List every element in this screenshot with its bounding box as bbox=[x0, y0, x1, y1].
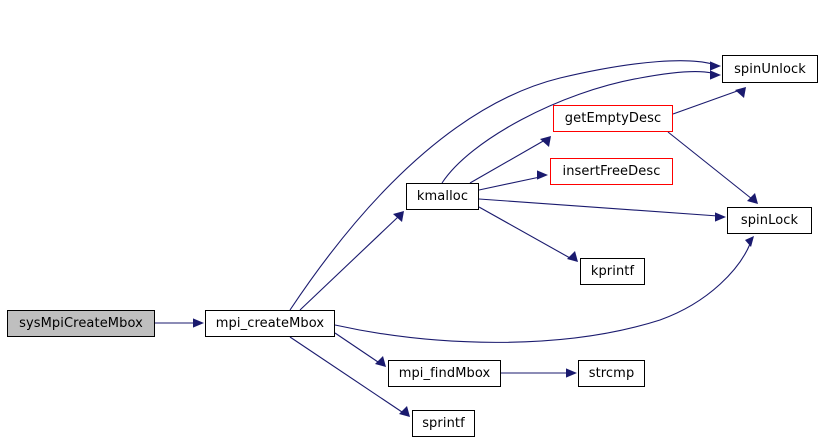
node-sysMpiCreateMbox[interactable]: sysMpiCreateMbox bbox=[7, 310, 155, 337]
node-insertFreeDesc[interactable]: insertFreeDesc bbox=[550, 158, 673, 185]
node-label-mpi_findMbox: mpi_findMbox bbox=[398, 366, 491, 381]
node-label-kprintf: kprintf bbox=[590, 264, 635, 279]
edge-kmalloc-to-kprintf bbox=[478, 206, 578, 262]
node-mpi_findMbox[interactable]: mpi_findMbox bbox=[388, 360, 501, 387]
edge-mpi_createMbox-to-spinLock bbox=[334, 236, 754, 343]
node-label-getEmptyDesc: getEmptyDesc bbox=[564, 111, 662, 126]
edge-mpi_findMbox-to-strcmp bbox=[501, 368, 577, 378]
edge-kmalloc-to-getEmptyDesc bbox=[469, 136, 551, 184]
node-label-mpi_createMbox: mpi_createMbox bbox=[215, 316, 325, 331]
edge-kmalloc-to-spinUnlock bbox=[441, 70, 721, 184]
node-strcmp[interactable]: strcmp bbox=[578, 360, 645, 387]
edge-kmalloc-to-insertFreeDesc bbox=[478, 170, 548, 191]
edge-getEmptyDesc-to-spinLock bbox=[667, 131, 758, 204]
edge-sysMpiCreateMbox-to-mpi_createMbox bbox=[155, 318, 204, 328]
node-kmalloc[interactable]: kmalloc bbox=[406, 183, 479, 210]
node-mpi_createMbox[interactable]: mpi_createMbox bbox=[205, 310, 335, 337]
node-label-sysMpiCreateMbox: sysMpiCreateMbox bbox=[19, 316, 143, 331]
edge-mpi_createMbox-to-spinUnlock bbox=[289, 60, 721, 311]
node-sprintf[interactable]: sprintf bbox=[412, 410, 475, 437]
edge-mpi_createMbox-to-sprintf bbox=[289, 336, 410, 417]
node-kprintf[interactable]: kprintf bbox=[580, 258, 645, 285]
node-spinUnlock[interactable]: spinUnlock bbox=[722, 55, 818, 83]
node-label-spinUnlock: spinUnlock bbox=[734, 61, 806, 77]
node-label-strcmp: strcmp bbox=[588, 366, 635, 381]
node-label-kmalloc: kmalloc bbox=[416, 189, 469, 204]
edge-kmalloc-to-spinLock bbox=[478, 198, 726, 222]
node-getEmptyDesc[interactable]: getEmptyDesc bbox=[553, 105, 673, 132]
node-label-sprintf: sprintf bbox=[422, 416, 465, 431]
node-spinLock[interactable]: spinLock bbox=[727, 207, 812, 234]
node-label-insertFreeDesc: insertFreeDesc bbox=[562, 164, 661, 179]
edge-mpi_createMbox-to-mpi_findMbox bbox=[334, 332, 386, 367]
edge-mpi_createMbox-to-kmalloc bbox=[299, 211, 404, 311]
edge-getEmptyDesc-to-spinUnlock bbox=[672, 87, 746, 115]
node-label-spinLock: spinLock bbox=[740, 213, 799, 228]
